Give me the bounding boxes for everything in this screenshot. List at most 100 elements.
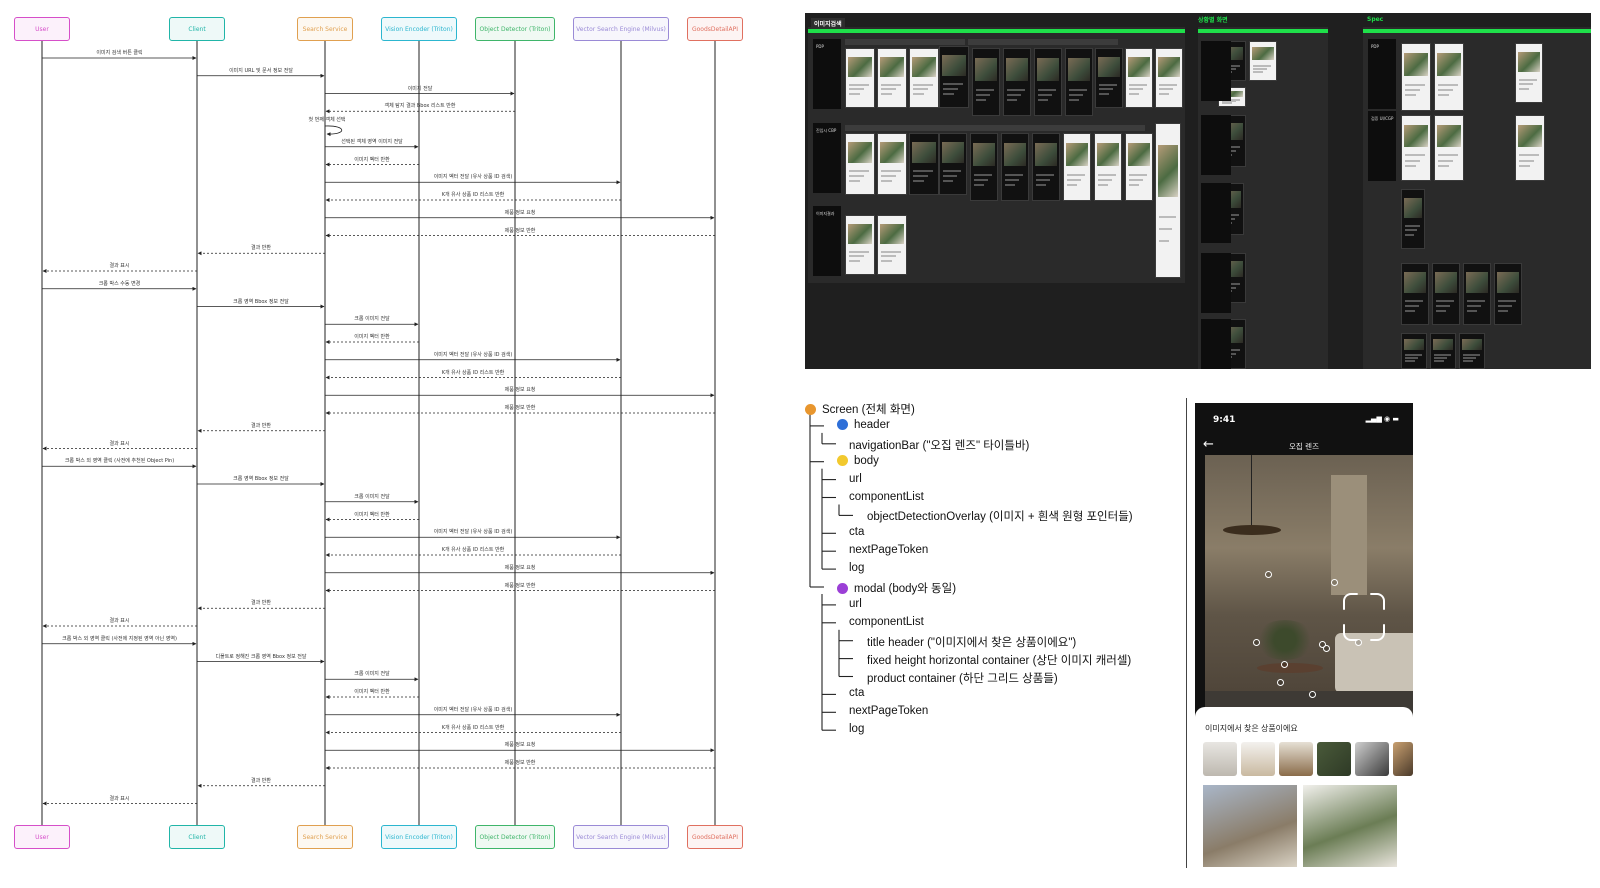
screen-frame[interactable] — [877, 48, 907, 108]
screen-frame[interactable] — [1003, 48, 1031, 116]
frame-image — [1097, 143, 1119, 166]
screen-frame[interactable] — [1094, 133, 1122, 201]
screen-frame[interactable] — [1095, 48, 1123, 108]
frame-header-bar — [968, 39, 1118, 45]
frame-text-line — [1463, 357, 1477, 360]
frame-image — [1518, 52, 1540, 72]
object-pin-icon[interactable] — [1355, 639, 1362, 646]
frame-text-line — [1038, 93, 1053, 96]
object-pin-icon[interactable] — [1309, 691, 1316, 698]
screen-frame[interactable] — [845, 48, 875, 108]
tree-node: Screen (전체 화면) — [805, 401, 915, 417]
tree-node-dot-icon — [805, 403, 816, 415]
frame-text-line — [1438, 159, 1454, 162]
object-pin-icon[interactable] — [1323, 645, 1330, 652]
screen-frame[interactable] — [877, 133, 907, 195]
message-label: 이미지 벡터 전달 (유사 상품 ID 검색) — [433, 351, 513, 358]
tree-node-dot-icon — [837, 419, 848, 431]
screen-frame[interactable] — [1515, 43, 1543, 103]
frame-text-line — [1222, 101, 1233, 104]
message-label: 제품 정보 요청 — [504, 387, 536, 394]
screen-frame[interactable] — [970, 133, 998, 201]
object-pin-icon[interactable] — [1265, 571, 1272, 578]
crop-focus-box[interactable] — [1343, 593, 1385, 641]
frame-text-line — [1159, 88, 1174, 91]
carousel-thumb[interactable] — [1393, 742, 1413, 776]
screen-frame[interactable] — [1155, 48, 1183, 108]
object-pin-icon[interactable] — [1331, 579, 1338, 586]
screen-frame[interactable] — [1401, 115, 1431, 181]
screen-frame[interactable] — [1155, 123, 1181, 278]
phone-mockup: 9:41 ▂▄▆ ◉ ▬ ← 오집 렌즈 이미지에서 찾은 상품이에요 — [1195, 403, 1413, 883]
frame-text-line — [1098, 184, 1109, 187]
screen-frame[interactable] — [939, 46, 969, 108]
message-label: 이미지 벡터 반환 — [354, 511, 390, 518]
frame-text-line — [1434, 354, 1451, 357]
screen-frame[interactable] — [1459, 333, 1485, 369]
phone-screen: 9:41 ▂▄▆ ◉ ▬ ← 오집 렌즈 — [1195, 403, 1413, 721]
frame-text-line — [1222, 146, 1241, 148]
frame-text-line — [1436, 304, 1451, 307]
screen-frame[interactable] — [1001, 133, 1029, 201]
screen-frame[interactable] — [1434, 115, 1464, 181]
screen-frame[interactable] — [1494, 263, 1522, 325]
row-label-block: 검증 UI/CGP — [1368, 111, 1396, 181]
product-card-image[interactable] — [1303, 785, 1397, 867]
screen-frame[interactable] — [1401, 43, 1431, 111]
actor-goods-bottom: GoodsDetailAPI — [687, 825, 743, 849]
screen-frame[interactable] — [909, 48, 939, 108]
frame-text-line — [1222, 100, 1237, 103]
frame-text-line — [1498, 309, 1509, 312]
product-card-image[interactable] — [1203, 785, 1297, 867]
object-pin-icon[interactable] — [1281, 661, 1288, 668]
frame-text-line — [1007, 93, 1022, 96]
screen-frame[interactable] — [877, 215, 907, 275]
screen-frame[interactable] — [1401, 263, 1429, 325]
object-pin-icon[interactable] — [1277, 679, 1284, 686]
frame-text-line — [1222, 348, 1241, 351]
tree-node: nextPageToken — [849, 544, 928, 556]
screen-frame[interactable] — [1401, 189, 1425, 249]
frame-image — [880, 57, 904, 77]
carousel-thumb[interactable] — [1241, 742, 1275, 776]
screen-frame[interactable] — [1034, 48, 1062, 116]
object-pin-icon[interactable] — [1253, 639, 1260, 646]
screen-frame[interactable] — [1125, 48, 1153, 108]
screen-frame[interactable] — [1032, 133, 1060, 201]
photo-lamp-cord — [1251, 455, 1252, 527]
screen-frame[interactable] — [1434, 43, 1464, 111]
screen-frame[interactable] — [1463, 263, 1491, 325]
frame-text-line — [1463, 359, 1473, 362]
screen-frame[interactable] — [845, 133, 875, 195]
frame-image — [1404, 272, 1426, 293]
room-photo[interactable] — [1205, 455, 1413, 721]
screen-frame[interactable] — [1401, 333, 1427, 369]
frame-text-line — [849, 260, 861, 263]
row-label: PDP — [1371, 44, 1379, 49]
screen-frame[interactable] — [939, 133, 967, 195]
carousel-thumb[interactable] — [1279, 742, 1313, 776]
screen-frame[interactable] — [1430, 333, 1456, 369]
screen-frame[interactable] — [845, 215, 875, 275]
screen-frame[interactable] — [1515, 115, 1545, 181]
screen-frame[interactable] — [1249, 41, 1277, 81]
back-arrow-icon[interactable]: ← — [1203, 437, 1214, 452]
message-label: 크롭 박스 수동 변경 — [98, 280, 141, 287]
situation-block — [1201, 319, 1231, 369]
frame-text-line — [1129, 93, 1140, 96]
screen-frame[interactable] — [1432, 263, 1460, 325]
screen-frame[interactable] — [972, 48, 1000, 116]
frame-image — [975, 58, 997, 81]
screen-frame[interactable] — [1065, 48, 1093, 116]
screen-frame[interactable] — [1063, 133, 1091, 201]
frame-image — [1404, 198, 1422, 218]
carousel-thumb[interactable] — [1355, 742, 1389, 776]
frame-text-line — [1519, 154, 1539, 157]
frame-text-line — [976, 93, 991, 96]
carousel-thumb[interactable] — [1317, 742, 1351, 776]
carousel-thumb[interactable] — [1203, 742, 1237, 776]
object-pin-icon[interactable] — [1319, 641, 1326, 648]
screen-frame[interactable] — [909, 133, 939, 195]
screen-frame[interactable] — [1125, 133, 1153, 201]
